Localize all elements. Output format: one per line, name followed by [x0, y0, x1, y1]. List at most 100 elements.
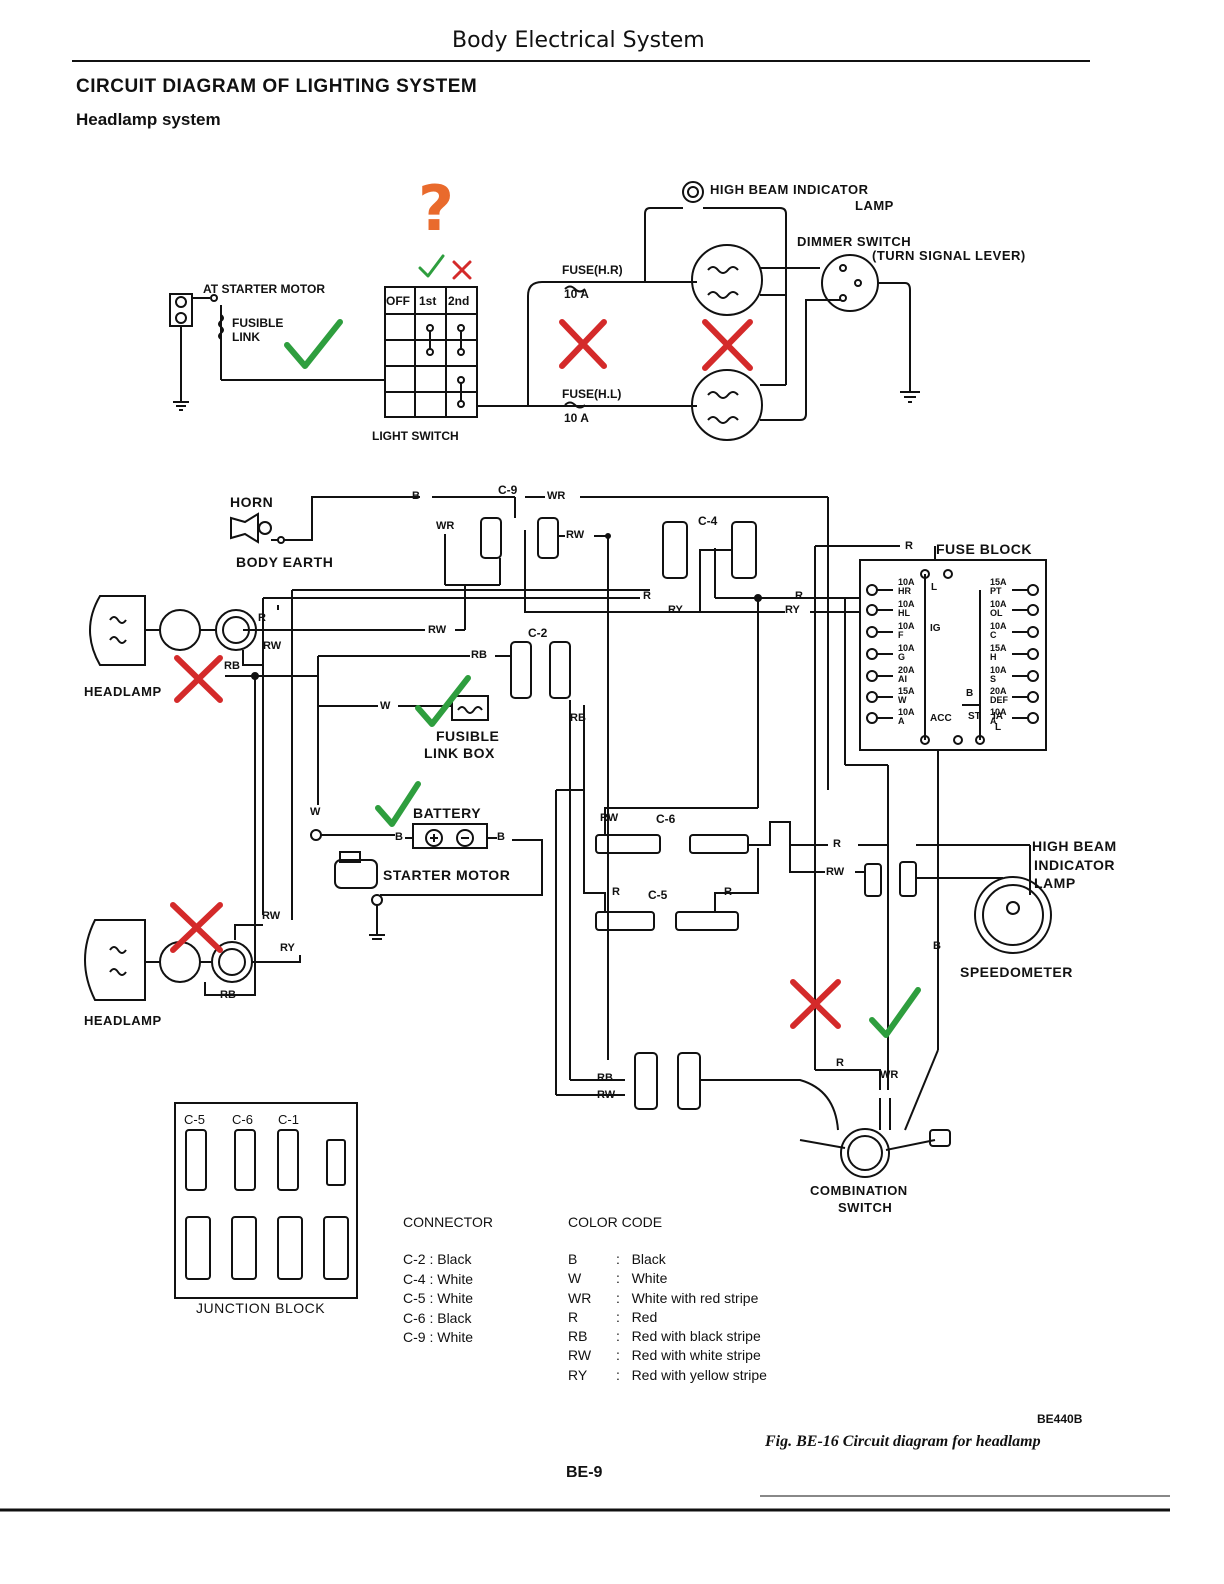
c6-right-block: [689, 834, 749, 854]
fuse-term-acc: ACC: [930, 713, 952, 724]
page-title: CIRCUIT DIAGRAM OF LIGHTING SYSTEM: [76, 76, 478, 97]
combination-switch-hub: [840, 1128, 890, 1178]
label-combination-1: COMBINATION: [810, 1183, 908, 1198]
cross-mark-headlamp-right: [174, 655, 223, 703]
check-mark-fusible-link: [284, 319, 343, 369]
battery-box: [412, 823, 488, 849]
upper-headlamp-right: [691, 244, 763, 316]
fuse-term-l: L: [931, 582, 938, 593]
label-fuse-hr-rating: 10 A: [564, 287, 589, 301]
wire-ry-mid: RY: [668, 604, 683, 616]
hb-connector-right: [899, 861, 917, 897]
jb-label-c5: C-5: [184, 1112, 205, 1127]
c5-right-block: [675, 911, 739, 931]
cross-mark-headlamp-left: [170, 902, 223, 953]
label-starter-motor: STARTER MOTOR: [383, 867, 511, 883]
battery-post: [310, 829, 322, 841]
jb-label-c1: C-1: [278, 1112, 299, 1127]
legend-color-row: RB: Red with black stripe: [568, 1328, 761, 1345]
legend-color-row: RW: Red with white stripe: [568, 1347, 761, 1364]
label-fusible-box-1: FUSIBLE: [436, 728, 500, 744]
wire-rb-headlamp-l: RB: [220, 989, 236, 1001]
legend-color-row: W: White: [568, 1270, 668, 1287]
c2-right-block: [549, 641, 571, 699]
legend-connector-list: C-2 : Black C-4 : White C-5 : White C-6 …: [403, 1250, 473, 1348]
label-fuse-block: FUSE BLOCK: [936, 541, 1032, 557]
check-mark-battery: [375, 781, 421, 827]
label-hb-indicator-1: HIGH BEAM INDICATOR: [710, 182, 869, 197]
wire-r-c5-left: R: [612, 886, 620, 898]
wire-r-fuseblock: R: [905, 540, 913, 552]
label-c4: C-4: [698, 514, 718, 528]
wire-r-mid: R: [643, 590, 651, 602]
wire-b-battery-right: B: [497, 831, 505, 843]
wire-b-horn: B: [412, 490, 420, 502]
label-light-switch: LIGHT SWITCH: [372, 429, 459, 443]
lower-headlamp-right-housing: [89, 595, 146, 666]
legend-color-title: COLOR CODE: [568, 1214, 663, 1230]
c9-left-block: [480, 517, 502, 559]
c4-right-block: [731, 521, 757, 579]
legend-connector-row: C-2 : Black: [403, 1251, 472, 1267]
label-fuse-hl-rating: 10 A: [564, 411, 589, 425]
upper-headlamp-left: [691, 369, 763, 441]
fuse-term-l2: L: [995, 722, 1002, 733]
figure-id: BE440B: [1037, 1412, 1083, 1426]
label-headlamp-left: HEADLAMP: [84, 1013, 162, 1028]
cross-mark-comb-r: [790, 979, 841, 1029]
c4-left-block: [662, 521, 688, 579]
label-at-starter-motor: AT STARTER MOTOR: [203, 282, 325, 296]
label-junction-block: JUNCTION BLOCK: [196, 1300, 326, 1316]
fuse-term-ia: IA: [993, 711, 1003, 722]
legend-connector-row: C-4 : White: [403, 1270, 474, 1287]
label-dimmer-switch: DIMMER SWITCH: [797, 234, 912, 249]
fuse-term-b: B: [966, 688, 974, 699]
check-mark-comb-wr: [869, 987, 921, 1038]
page-subtitle: Headlamp system: [76, 110, 221, 129]
page-number: BE-9: [566, 1464, 603, 1481]
label-speedometer: SPEEDOMETER: [960, 964, 1073, 980]
switch-pos-1st: 1st: [419, 294, 437, 308]
starter-motor-shape: [334, 859, 378, 889]
label-horn: HORN: [230, 494, 274, 510]
wire-rw-comb: RW: [597, 1089, 616, 1101]
battery-terminal-block: [169, 293, 193, 327]
label-turn-signal-lever: (TURN SIGNAL LEVER): [872, 248, 1026, 263]
check-mark-fusible-box: [415, 675, 471, 727]
hb-connector-left: [864, 863, 882, 897]
label-c5: C-5: [648, 888, 668, 902]
wire-r-hb: R: [833, 838, 841, 850]
junction-block-outline: [174, 1102, 358, 1299]
label-body-earth: BODY EARTH: [236, 554, 334, 570]
comb-connector-left: [634, 1052, 658, 1110]
wire-rw-c9: RW: [566, 529, 585, 541]
label-hb-lamp-2: INDICATOR: [1034, 857, 1115, 873]
question-mark: ?: [418, 172, 454, 245]
switch-pos-2nd: 2nd: [448, 294, 470, 308]
check-mark-1st: [418, 254, 445, 278]
label-fuse-hr: FUSE(H.R): [562, 263, 623, 277]
legend-connector-row: C-6 : Black: [403, 1309, 472, 1326]
wire-r-fuse: R: [795, 590, 803, 602]
wire-rb-c2: RB: [570, 712, 586, 724]
label-hb-lamp-1: HIGH BEAM: [1032, 838, 1117, 854]
fuse-block-outline: [859, 559, 1047, 751]
light-switch-grid: [384, 286, 478, 418]
fuse-block-terminals-left: [866, 569, 953, 740]
label-hb-lamp-3: LAMP: [1034, 875, 1076, 891]
legend-color-row: B: Black: [568, 1251, 666, 1267]
wire-r-headlamp: R: [258, 612, 266, 624]
wire-rw-mid: RW: [428, 624, 447, 636]
c9-right-block: [537, 517, 559, 559]
fusible-link-box-shape: [451, 695, 489, 721]
